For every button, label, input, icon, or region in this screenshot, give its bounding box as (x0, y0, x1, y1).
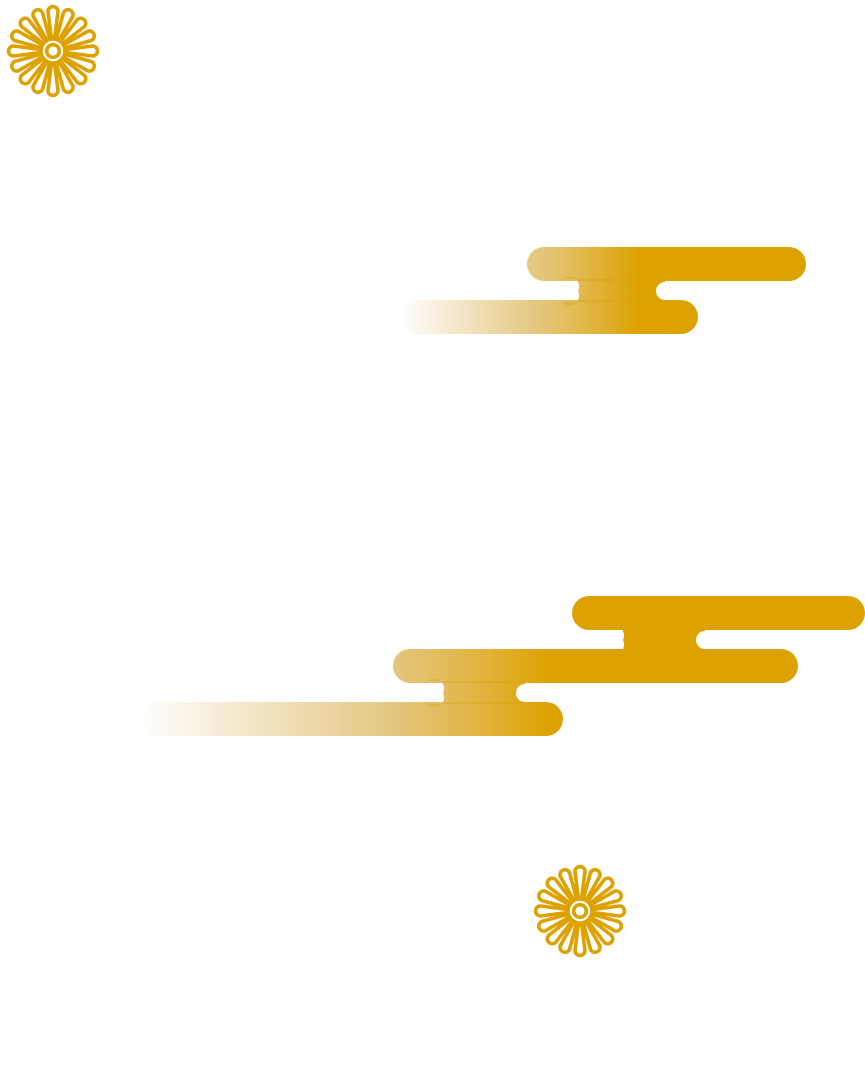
chrysanthemum-petals (533, 864, 627, 958)
cloud-bar (393, 649, 798, 683)
cloud-connector (605, 625, 705, 655)
cloud-connector (560, 276, 665, 306)
chrysanthemum-crest-bottom (533, 864, 627, 958)
cloud-connector (425, 678, 525, 708)
chrysanthemum-crest-top-left (6, 4, 100, 98)
cloud-bar (527, 247, 806, 281)
chrysanthemum-center (571, 902, 589, 920)
chrysanthemum-center (44, 42, 62, 60)
cloud-bar (140, 702, 563, 736)
kasumi-cloud-lower (140, 596, 865, 736)
kasumi-cloud-upper (400, 247, 806, 334)
cloud-bar (572, 596, 865, 630)
cloud-bar (400, 300, 698, 334)
chrysanthemum-petals (6, 4, 100, 98)
